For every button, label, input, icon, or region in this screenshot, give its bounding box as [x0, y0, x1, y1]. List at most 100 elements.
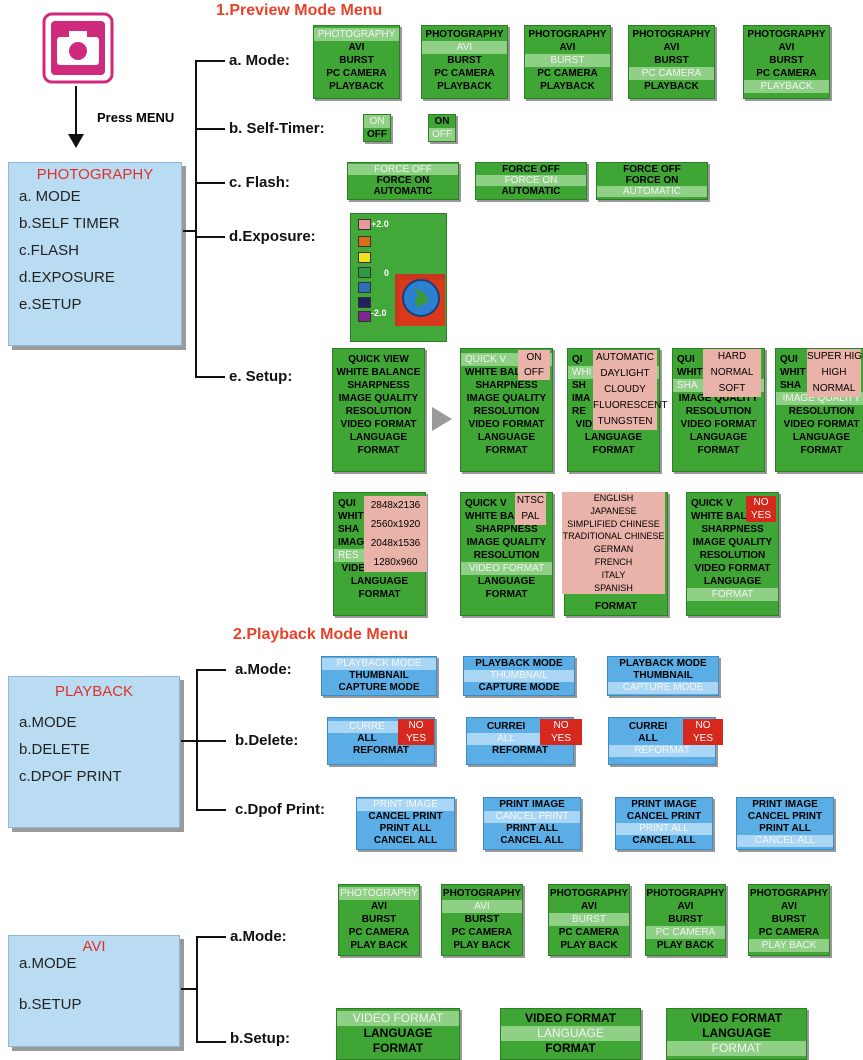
pv-mode-box-item[interactable]: PLAYBACK — [744, 80, 829, 93]
setup-item[interactable]: FORMAT — [485, 589, 528, 600]
submenu-option[interactable]: NORMAL — [812, 383, 856, 394]
setup-item[interactable]: LANGUAGE — [477, 576, 536, 587]
avi-mode-box-item[interactable]: PLAY BACK — [453, 940, 511, 951]
pv-mode-box-item[interactable]: PLAYBACK — [329, 81, 384, 92]
avi-mode-box-item[interactable]: BURST — [771, 914, 807, 925]
pb-dpof-box-item[interactable]: CANCEL PRINT — [626, 811, 702, 822]
pv-mode-box-item[interactable]: PHOTOGRAPHY — [314, 28, 399, 41]
pv-mode-box-item[interactable]: AVI — [778, 42, 795, 53]
avi-mode-box-item[interactable]: PHOTOGRAPHY — [749, 888, 829, 899]
exposure-swatch[interactable] — [358, 236, 371, 247]
pb-dpof-box-item[interactable]: CANCEL PRINT — [368, 811, 443, 822]
submenu-option[interactable]: 1280x960 — [373, 557, 418, 568]
timer-option-off[interactable]: OFF — [367, 129, 387, 140]
submenu-option[interactable]: 2048x1536 — [370, 538, 421, 549]
setup-white-balance[interactable]: WHITE BALANCE — [336, 367, 421, 378]
setup-item[interactable]: LANGUAGE — [689, 432, 748, 443]
setup-item[interactable]: QUICK V — [691, 498, 733, 509]
flash-box-item[interactable]: FORCE ON — [476, 175, 586, 186]
pb-dpof-box-item[interactable]: PRINT IMAGE — [631, 799, 697, 810]
submenu-option[interactable]: SIMPLIFIED CHINESE — [567, 518, 660, 529]
pb-dpof-box-item[interactable]: PRINT ALL — [379, 823, 432, 834]
setup-item[interactable]: IMA — [572, 393, 591, 404]
setup-item[interactable]: VIDEO FORMAT — [680, 419, 757, 430]
avi-setup-box-item[interactable]: FORMAT — [545, 1041, 596, 1055]
avi-mode-box-item[interactable]: PC CAMERA — [646, 926, 725, 939]
avi-mode-box-item[interactable]: PLAY BACK — [350, 940, 408, 951]
setup-item[interactable]: RESOLUTION — [473, 550, 540, 561]
pv-mode-box-item[interactable]: PLAYBACK — [540, 81, 595, 92]
pv-mode-box-item[interactable]: PLAYBACK — [437, 81, 492, 92]
flash-box-item[interactable]: FORCE ON — [625, 175, 679, 186]
avi-mode-box-item[interactable]: PLAY BACK — [560, 940, 618, 951]
pv-mode-box-item[interactable]: PC CAMERA — [756, 68, 817, 79]
setup-item[interactable]: SHA — [780, 380, 802, 391]
flash-box-item[interactable]: FORCE OFF — [623, 164, 681, 175]
pv-mode-box-item[interactable]: BURST — [339, 55, 374, 66]
avi-mode-box-item[interactable]: BURST — [549, 913, 629, 926]
exposure-swatch[interactable] — [358, 219, 371, 230]
submenu-option[interactable]: GERMAN — [593, 544, 634, 555]
submenu-option[interactable]: NTSC — [516, 495, 545, 506]
menu-item-self-timer[interactable]: b.SELF TIMER — [19, 215, 120, 232]
avi-mode-box-item[interactable]: PC CAMERA — [558, 927, 620, 938]
setup-item[interactable]: VIDEO FORMAT — [694, 563, 771, 574]
pb-mode-box-item[interactable]: PLAYBACK MODE — [475, 658, 563, 669]
setup-item[interactable]: WHITE BAL — [465, 511, 521, 522]
flash-box-item[interactable]: FORCE OFF — [502, 164, 560, 175]
pb-mode-box-item[interactable]: PLAYBACK MODE — [619, 658, 707, 669]
pb-mode-box-item[interactable]: THUMBNAIL — [633, 670, 693, 681]
setup-item[interactable]: FORMAT — [697, 445, 740, 456]
setup-item[interactable]: FORMAT — [800, 445, 843, 456]
pb-dpof-box-item[interactable]: CANCEL PRINT — [484, 811, 580, 823]
avi-mode-box-item[interactable]: AVI — [371, 901, 387, 912]
pv-mode-box-item[interactable]: AVI — [348, 42, 365, 53]
no-yes-option[interactable]: NO — [753, 497, 769, 508]
no-yes-option[interactable]: NO — [553, 720, 569, 731]
pv-mode-box-item[interactable]: PC CAMERA — [629, 67, 714, 80]
pb-dpof-box-item[interactable]: CANCEL ALL — [500, 835, 564, 846]
exposure-swatch[interactable] — [358, 252, 371, 263]
avi-mode-box-item[interactable]: PC CAMERA — [758, 927, 820, 938]
submenu-option[interactable]: SUPER HIGH — [807, 351, 863, 362]
setup-item[interactable]: WHIT — [338, 511, 364, 522]
avi-setup-box-item[interactable]: FORMAT — [667, 1041, 806, 1056]
avi-mode-box-item[interactable]: PC CAMERA — [348, 927, 410, 938]
setup-item[interactable]: FORMAT — [358, 589, 401, 600]
pb-menu-delete[interactable]: b.DELETE — [19, 741, 90, 758]
avi-setup-box-item[interactable]: LANGUAGE — [501, 1026, 640, 1041]
avi-mode-box-item[interactable]: AVI — [781, 901, 797, 912]
setup-item[interactable]: WHITE BAL — [465, 367, 521, 378]
setup-format[interactable]: FORMAT — [357, 445, 400, 456]
pv-mode-box-item[interactable]: PHOTOGRAPHY — [632, 29, 711, 40]
flash-box-item[interactable]: AUTOMATIC — [373, 186, 433, 197]
setup-item[interactable]: IMAGE QUALITY — [678, 393, 759, 404]
pb-dpof-box-item[interactable]: PRINT ALL — [759, 823, 811, 834]
submenu-option[interactable]: TRADITIONAL CHINESE — [562, 531, 665, 542]
setup-item[interactable]: QUI — [338, 498, 356, 509]
avi-mode-box-item[interactable]: PHOTOGRAPHY — [442, 888, 522, 899]
pb-mode-box-item[interactable]: THUMBNAIL — [464, 670, 574, 682]
setup-item[interactable]: QUI — [677, 354, 695, 365]
setup-item[interactable]: SH — [572, 380, 586, 391]
submenu-option[interactable]: 2848x2136 — [370, 500, 421, 511]
setup-item[interactable]: LANGUAGE — [584, 432, 643, 443]
pv-mode-box-item[interactable]: PHOTOGRAPHY — [528, 29, 607, 40]
setup-item[interactable]: LANGUAGE — [350, 576, 409, 587]
submenu-option[interactable]: SPANISH — [594, 582, 633, 593]
setup-quick-view[interactable]: QUICK VIEW — [348, 354, 409, 365]
avi-setup-box-item[interactable]: LANGUAGE — [702, 1026, 771, 1040]
pb-delete-item[interactable]: CURREI — [486, 721, 526, 732]
setup-item[interactable]: FORMAT — [592, 445, 635, 456]
setup-item[interactable]: LANGUAGE — [477, 432, 536, 443]
pb-dpof-box-item[interactable]: PRINT ALL — [506, 823, 558, 834]
setup-item[interactable]: LANGUAGE — [703, 576, 762, 587]
no-yes-option[interactable]: NO — [695, 720, 711, 731]
setup-image-quality[interactable]: IMAGE QUALITY — [338, 393, 419, 404]
pv-mode-box-item[interactable]: BURST — [769, 55, 804, 66]
menu-item-setup[interactable]: e.SETUP — [19, 296, 82, 313]
setup-item[interactable]: SHARPNESS — [475, 524, 538, 535]
avi-mode-box-item[interactable]: PHOTOGRAPHY — [339, 887, 419, 900]
flash-box-item[interactable]: FORCE ON — [376, 175, 430, 186]
pb-mode-box-item[interactable]: CAPTURE MODE — [608, 682, 718, 694]
